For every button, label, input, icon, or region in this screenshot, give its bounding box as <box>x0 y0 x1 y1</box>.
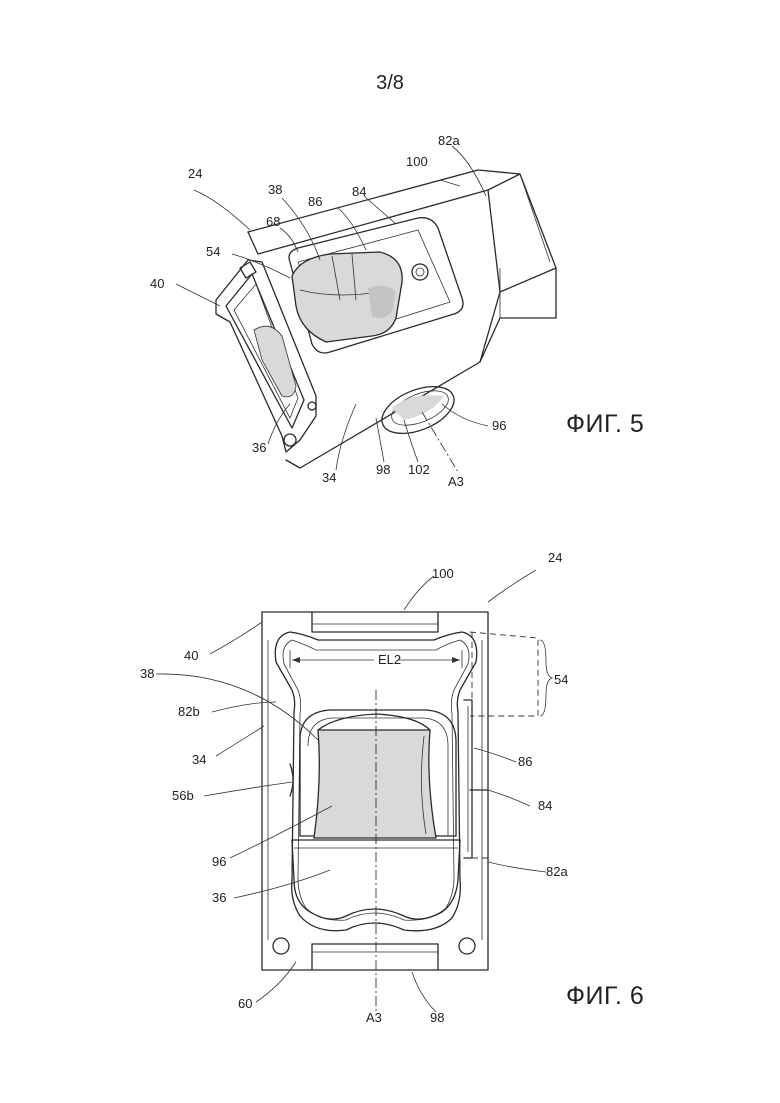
fig6-ref-82b: 82b <box>178 704 200 719</box>
fig6-ref-82a: 82a <box>546 864 568 879</box>
fig6-ref-60: 60 <box>238 996 252 1011</box>
fig6-ref-56b: 56b <box>172 788 194 803</box>
fig6-ref-54: 54 <box>554 672 568 687</box>
fig6-ref-34: 34 <box>192 752 206 767</box>
fig6-ref-84: 84 <box>538 798 552 813</box>
fig6-ref-40: 40 <box>184 648 198 663</box>
fig6-ref-38: 38 <box>140 666 154 681</box>
fig6-ref-98: 98 <box>430 1010 444 1025</box>
figure-6-label: ФИГ. 6 <box>566 982 644 1011</box>
fig6-ref-86: 86 <box>518 754 532 769</box>
fig6-ref-96: 96 <box>212 854 226 869</box>
fig6-ref-EL2: EL2 <box>378 652 401 667</box>
fig6-ref-A3: A3 <box>366 1010 382 1025</box>
fig6-ref-36: 36 <box>212 890 226 905</box>
fig6-ref-100: 100 <box>432 566 454 581</box>
fig6-ref-24: 24 <box>548 550 562 565</box>
